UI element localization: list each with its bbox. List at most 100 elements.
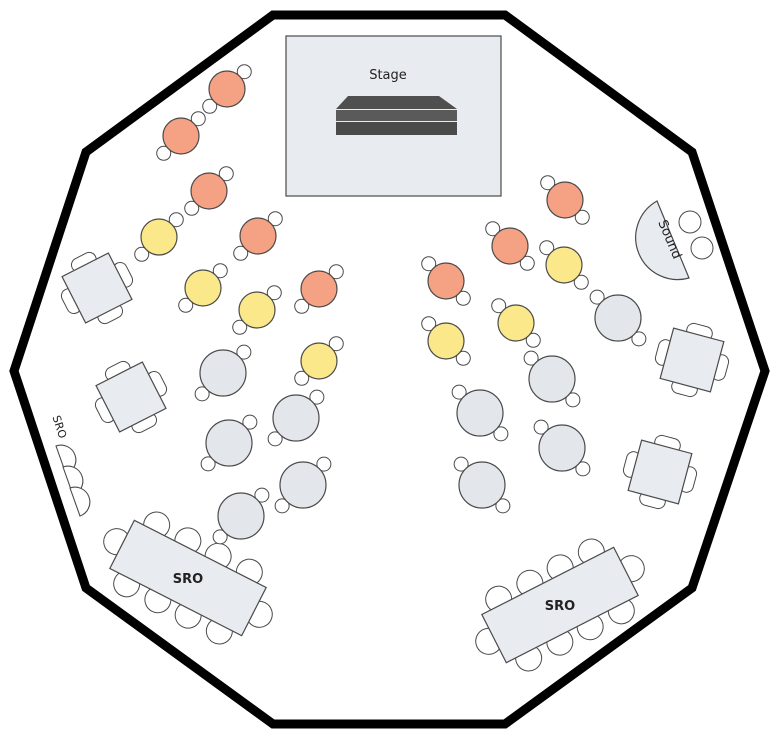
chair bbox=[575, 461, 591, 477]
sound-chair bbox=[678, 210, 702, 234]
chair bbox=[294, 370, 310, 386]
chair bbox=[495, 498, 511, 514]
chair bbox=[200, 456, 216, 472]
chair bbox=[540, 175, 556, 191]
round-table-top bbox=[162, 117, 200, 155]
chair bbox=[232, 319, 248, 335]
chair bbox=[455, 290, 471, 306]
round-tables bbox=[134, 64, 647, 545]
round-table-top bbox=[491, 227, 529, 265]
round-table-standard[interactable] bbox=[274, 456, 332, 514]
chair bbox=[565, 392, 581, 408]
chair bbox=[212, 529, 228, 545]
sro-left-label: SRO bbox=[173, 572, 203, 587]
chair bbox=[421, 316, 437, 332]
chair bbox=[573, 274, 589, 290]
chair bbox=[421, 256, 437, 272]
round-table-top bbox=[217, 492, 265, 540]
square-table-left-lower[interactable] bbox=[83, 349, 180, 446]
round-table-vip[interactable] bbox=[294, 264, 344, 314]
chair bbox=[525, 332, 541, 348]
round-table-top bbox=[538, 424, 586, 472]
chair bbox=[134, 246, 150, 262]
chair bbox=[267, 211, 283, 227]
round-table-standard[interactable] bbox=[194, 344, 252, 402]
round-table-vip[interactable] bbox=[184, 166, 234, 216]
chair bbox=[451, 384, 467, 400]
round-table-top bbox=[279, 461, 327, 509]
round-table-top bbox=[497, 304, 535, 342]
square-table-right-upper[interactable] bbox=[648, 316, 736, 404]
round-table-standard[interactable] bbox=[267, 389, 325, 447]
chair bbox=[519, 255, 535, 271]
round-table-top bbox=[208, 70, 246, 108]
chair bbox=[168, 212, 184, 228]
chair bbox=[453, 456, 469, 472]
round-table-standard[interactable] bbox=[451, 384, 509, 442]
round-table-top bbox=[546, 181, 584, 219]
round-table-top bbox=[427, 262, 465, 300]
round-table-top bbox=[594, 294, 642, 342]
chair bbox=[455, 350, 471, 366]
round-table-top bbox=[272, 394, 320, 442]
round-table-top bbox=[300, 342, 338, 380]
round-table-standard[interactable] bbox=[523, 350, 581, 408]
round-table-vip[interactable] bbox=[485, 221, 535, 271]
round-table-top bbox=[190, 172, 228, 210]
chair bbox=[589, 289, 605, 305]
chair bbox=[533, 419, 549, 435]
round-table-top bbox=[238, 291, 276, 329]
round-table-premium[interactable] bbox=[134, 212, 184, 262]
round-table-premium[interactable] bbox=[421, 316, 471, 366]
sound-booth[interactable]: Sound bbox=[635, 200, 714, 281]
round-table-standard[interactable] bbox=[200, 414, 258, 472]
stage[interactable]: Stage bbox=[285, 35, 502, 197]
round-table-premium[interactable] bbox=[232, 285, 282, 335]
round-table-standard[interactable] bbox=[533, 419, 591, 477]
chair bbox=[574, 209, 590, 225]
round-table-vip[interactable] bbox=[421, 256, 471, 306]
round-table-premium[interactable] bbox=[178, 263, 228, 313]
round-table-standard[interactable] bbox=[589, 289, 647, 347]
sro-table-left[interactable]: SRO bbox=[84, 495, 291, 661]
chair bbox=[212, 263, 228, 279]
stage-riser-icon bbox=[336, 96, 457, 135]
round-table-premium[interactable] bbox=[294, 336, 344, 386]
chair bbox=[266, 285, 282, 301]
round-table-standard[interactable] bbox=[212, 487, 270, 545]
sro-standing-rail[interactable]: SRO bbox=[50, 414, 91, 517]
chair bbox=[242, 414, 258, 430]
chair bbox=[190, 111, 206, 127]
round-table-top bbox=[199, 349, 247, 397]
round-table-top bbox=[205, 419, 253, 467]
round-table-top bbox=[456, 389, 504, 437]
sound-chair bbox=[690, 236, 714, 260]
round-table-premium[interactable] bbox=[539, 240, 589, 290]
chair bbox=[236, 64, 252, 80]
chair bbox=[309, 389, 325, 405]
round-table-top bbox=[528, 355, 576, 403]
chair bbox=[523, 350, 539, 366]
round-table-vip[interactable] bbox=[233, 211, 283, 261]
chair bbox=[328, 336, 344, 352]
round-table-top bbox=[140, 218, 178, 256]
round-table-vip[interactable] bbox=[156, 111, 206, 161]
sro-table-right[interactable]: SRO bbox=[456, 522, 663, 688]
round-table-top bbox=[545, 246, 583, 284]
square-table-left-upper[interactable] bbox=[49, 240, 146, 337]
square-table-right-lower[interactable] bbox=[616, 428, 704, 516]
round-table-vip[interactable] bbox=[540, 175, 590, 225]
round-table-top bbox=[427, 322, 465, 360]
chair bbox=[631, 331, 647, 347]
round-table-top bbox=[184, 269, 222, 307]
chair bbox=[328, 264, 344, 280]
round-table-vip[interactable] bbox=[202, 64, 252, 114]
chair bbox=[539, 240, 555, 256]
stage-label: Stage bbox=[369, 68, 407, 83]
chair bbox=[491, 298, 507, 314]
round-table-standard[interactable] bbox=[453, 456, 511, 514]
chair bbox=[218, 166, 234, 182]
chair bbox=[485, 221, 501, 237]
round-table-premium[interactable] bbox=[491, 298, 541, 348]
